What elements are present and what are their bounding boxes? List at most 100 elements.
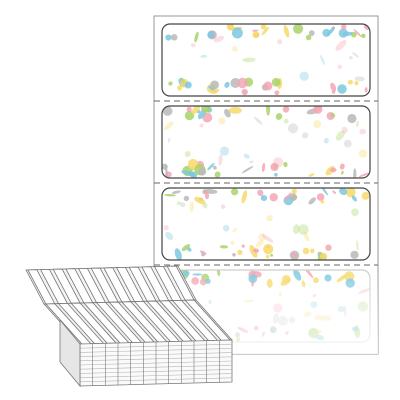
pattern-motif [258, 233, 266, 241]
pattern-motif [347, 113, 357, 124]
pattern-motif [198, 167, 207, 176]
pattern-motif [191, 106, 201, 115]
pattern-motif [339, 188, 348, 196]
pattern-motif [207, 163, 215, 171]
pattern-motif [194, 31, 199, 43]
pattern-motif [320, 199, 325, 204]
pattern-motif [291, 252, 297, 258]
pattern-motif [330, 113, 336, 117]
pattern-motif [231, 27, 243, 39]
pattern-motif [211, 88, 220, 95]
label-border [161, 23, 371, 97]
pattern-motif [194, 196, 206, 205]
pattern-motif [361, 33, 366, 39]
pattern-motif [210, 80, 220, 90]
pattern-motif [183, 195, 190, 202]
pattern-motif [302, 247, 310, 255]
label-border [161, 187, 371, 261]
pattern-motif [351, 208, 359, 217]
pattern-motif [283, 161, 288, 168]
pattern-motif [255, 239, 264, 248]
pattern-motif [170, 34, 178, 41]
pattern-motif [283, 118, 289, 124]
pattern-motif [266, 106, 271, 116]
pattern-motif [335, 39, 347, 51]
pattern-motif [341, 126, 348, 134]
pattern-motif [358, 172, 369, 178]
pattern-motif [355, 120, 360, 128]
pattern-motif [200, 54, 208, 58]
pattern-motif [219, 146, 230, 156]
pattern-motif [274, 172, 278, 177]
pattern-motif [181, 170, 194, 176]
label-border [161, 105, 371, 179]
pattern-motif [330, 167, 337, 173]
pattern-motif [313, 120, 322, 129]
pattern-motif [213, 165, 217, 170]
pattern-motif [273, 157, 284, 168]
pattern-motif [162, 106, 173, 116]
pattern-motif [232, 46, 238, 52]
pattern-motif [165, 232, 174, 240]
pattern-motif [249, 160, 254, 164]
pattern-motif [237, 249, 243, 255]
pattern-motif [305, 34, 312, 41]
pattern-motif [257, 189, 264, 196]
pattern-motif [189, 201, 195, 213]
pattern-motif [353, 168, 357, 178]
pattern-motif [199, 123, 204, 128]
pattern-motif [302, 132, 309, 139]
pattern-motif [274, 90, 280, 96]
pattern-motif [351, 195, 357, 202]
pattern-motif [260, 194, 268, 202]
pattern-motif [270, 253, 274, 257]
pattern-motif [261, 26, 270, 36]
pattern-motif [282, 106, 290, 113]
pattern-motif [252, 31, 260, 39]
pattern-motif [342, 31, 353, 37]
pattern-motif [232, 253, 236, 257]
pattern-motif [218, 117, 226, 125]
pattern-motif [350, 250, 359, 259]
pattern-motif [349, 56, 353, 60]
pattern-motif [218, 154, 223, 166]
pattern-motif [361, 191, 370, 200]
pattern-motif [353, 29, 362, 37]
pattern-motif [322, 28, 331, 37]
pattern-motif [179, 202, 186, 208]
pattern-motif [330, 82, 337, 92]
pattern-motif [164, 193, 177, 197]
pattern-motif [337, 84, 347, 94]
pattern-motif [176, 201, 181, 206]
pattern-motif [308, 197, 316, 205]
pattern-motif [190, 43, 196, 48]
pattern-motif [228, 106, 242, 114]
pattern-motif [237, 77, 248, 89]
pattern-motif [224, 81, 230, 88]
pattern-motif [261, 162, 266, 172]
pattern-motif [165, 34, 172, 41]
pattern-motif [316, 193, 325, 201]
pattern-motif [241, 190, 248, 204]
pattern-motif [359, 128, 367, 135]
pattern-motif [325, 244, 332, 251]
label-3 [161, 187, 371, 261]
pattern-motif [230, 240, 235, 245]
pattern-motif [352, 52, 359, 58]
pattern-motif [320, 54, 325, 66]
pattern-motif [293, 24, 304, 34]
pattern-motif [261, 234, 274, 243]
pattern-motif [291, 188, 297, 194]
pattern-motif [243, 153, 250, 159]
label-2 [161, 105, 371, 179]
pattern-motif [313, 106, 323, 114]
pattern-motif [220, 204, 226, 209]
pattern-motif [263, 244, 274, 255]
pattern-motif [204, 192, 210, 200]
pattern-motif [341, 170, 344, 175]
pattern-motif [177, 85, 183, 91]
pattern-motif [232, 227, 238, 233]
pattern-motif [270, 162, 279, 172]
pattern-motif [171, 190, 181, 194]
pattern-motif [163, 225, 169, 231]
